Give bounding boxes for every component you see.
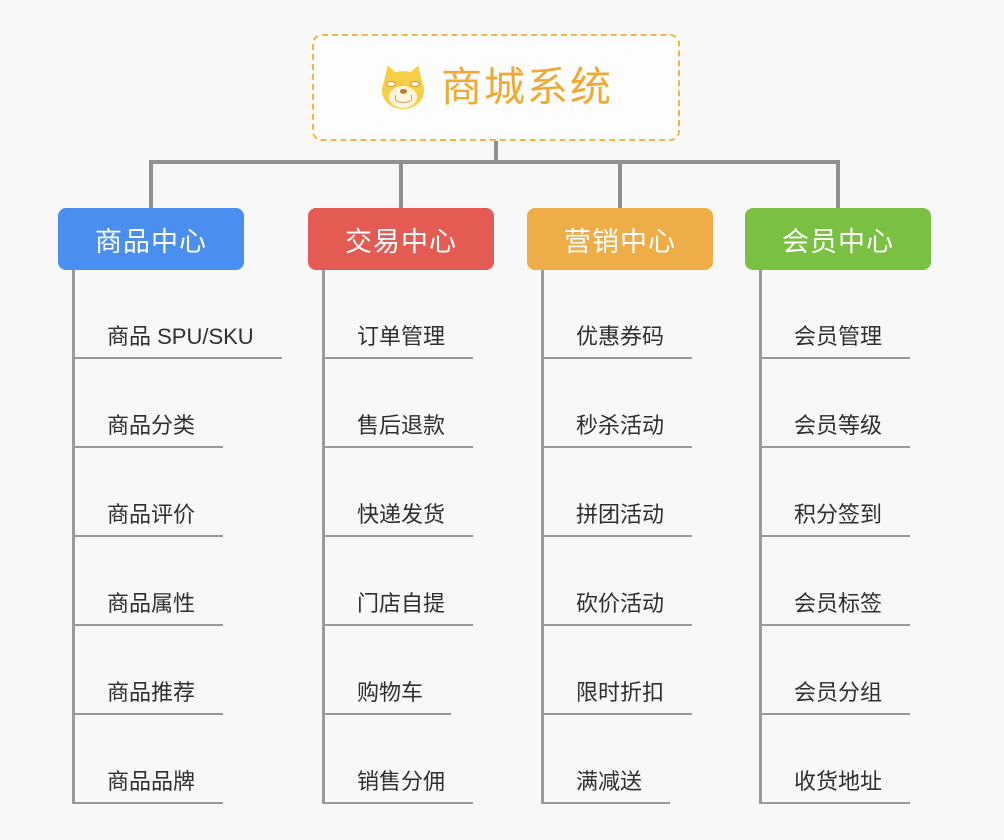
branch-item[interactable]: 商品分类	[75, 359, 244, 448]
branch-item[interactable]: 优惠券码	[544, 270, 713, 359]
branch-item-label: 商品评价	[75, 502, 224, 537]
connector-drop-0	[149, 160, 153, 208]
branch-item[interactable]: 商品 SPU/SKU	[75, 270, 282, 359]
dog-face-icon	[379, 62, 427, 112]
branch-item-label: 会员等级	[762, 413, 911, 448]
branch-item-label: 会员管理	[762, 324, 911, 359]
branch-item-label: 优惠券码	[544, 324, 693, 359]
branch-item[interactable]: 会员等级	[762, 359, 931, 448]
connector-drop-2	[618, 160, 622, 208]
branch-item[interactable]: 会员分组	[762, 626, 931, 715]
branch-item[interactable]: 会员管理	[762, 270, 931, 359]
branch-item[interactable]: 积分签到	[762, 448, 931, 537]
branch-item-label: 快递发货	[325, 502, 474, 537]
branch-items-1: 订单管理 售后退款 快递发货 门店自提 购物车 销售分佣	[322, 270, 494, 804]
branch-items-3: 会员管理 会员等级 积分签到 会员标签 会员分组 收货地址	[759, 270, 931, 804]
branch-item[interactable]: 门店自提	[325, 537, 494, 626]
branch-item-label: 购物车	[325, 680, 452, 715]
branch-item[interactable]: 商品品牌	[75, 715, 244, 804]
branch-item[interactable]: 销售分佣	[325, 715, 494, 804]
branch-header-1[interactable]: 交易中心	[308, 208, 494, 270]
branch-item[interactable]: 商品推荐	[75, 626, 244, 715]
branch-item-label: 销售分佣	[325, 769, 474, 804]
branch-item[interactable]: 会员标签	[762, 537, 931, 626]
root-node[interactable]: 商城系统	[312, 34, 680, 141]
branch-item[interactable]: 秒杀活动	[544, 359, 713, 448]
branch-item-label: 秒杀活动	[544, 413, 693, 448]
branch-item[interactable]: 订单管理	[325, 270, 494, 359]
branch-item-label: 商品分类	[75, 413, 224, 448]
branch-会员中心: 会员中心 会员管理 会员等级 积分签到 会员标签 会员分组 收货地址	[745, 208, 931, 804]
branch-header-label-2: 营销中心	[564, 226, 676, 257]
branch-item[interactable]: 砍价活动	[544, 537, 713, 626]
branch-item-label: 商品品牌	[75, 769, 224, 804]
root-title: 商城系统	[441, 64, 613, 110]
branch-items-0: 商品 SPU/SKU 商品分类 商品评价 商品属性 商品推荐 商品品牌	[72, 270, 282, 804]
branch-header-label-1: 交易中心	[345, 226, 457, 257]
branch-营销中心: 营销中心 优惠券码 秒杀活动 拼团活动 砍价活动 限时折扣 满减送	[527, 208, 713, 804]
branch-item-label: 收货地址	[762, 769, 911, 804]
connector-drop-3	[836, 160, 840, 208]
branch-item-label: 拼团活动	[544, 502, 693, 537]
branch-item[interactable]: 满减送	[544, 715, 713, 804]
branch-item[interactable]: 快递发货	[325, 448, 494, 537]
branch-item[interactable]: 收货地址	[762, 715, 931, 804]
branch-item-label: 商品属性	[75, 591, 224, 626]
branch-item[interactable]: 售后退款	[325, 359, 494, 448]
branch-header-2[interactable]: 营销中心	[527, 208, 713, 270]
branch-item-label: 商品推荐	[75, 680, 224, 715]
branch-商品中心: 商品中心 商品 SPU/SKU 商品分类 商品评价 商品属性 商品推荐 商品品牌	[58, 208, 282, 804]
branch-item-label: 订单管理	[325, 324, 474, 359]
branch-item-label: 会员分组	[762, 680, 911, 715]
branch-item-label: 商品 SPU/SKU	[75, 324, 282, 359]
connector-horizontal-bus	[149, 160, 839, 164]
connector-drop-1	[399, 160, 403, 208]
branch-items-2: 优惠券码 秒杀活动 拼团活动 砍价活动 限时折扣 满减送	[541, 270, 713, 804]
branch-item[interactable]: 限时折扣	[544, 626, 713, 715]
branch-item-label: 售后退款	[325, 413, 474, 448]
branch-item-label: 砍价活动	[544, 591, 693, 626]
branch-item-label: 积分签到	[762, 502, 911, 537]
branch-交易中心: 交易中心 订单管理 售后退款 快递发货 门店自提 购物车 销售分佣	[308, 208, 494, 804]
branch-item[interactable]: 购物车	[325, 626, 494, 715]
branch-header-label-0: 商品中心	[95, 226, 207, 257]
branch-header-label-3: 会员中心	[782, 226, 894, 257]
branch-item[interactable]: 商品属性	[75, 537, 244, 626]
connector-root-stem	[494, 141, 498, 163]
branch-header-0[interactable]: 商品中心	[58, 208, 244, 270]
branch-item-label: 会员标签	[762, 591, 911, 626]
branch-item-label: 限时折扣	[544, 680, 693, 715]
branch-item[interactable]: 商品评价	[75, 448, 244, 537]
branch-item-label: 门店自提	[325, 591, 474, 626]
branch-item[interactable]: 拼团活动	[544, 448, 713, 537]
branch-item-label: 满减送	[544, 769, 671, 804]
branch-header-3[interactable]: 会员中心	[745, 208, 931, 270]
